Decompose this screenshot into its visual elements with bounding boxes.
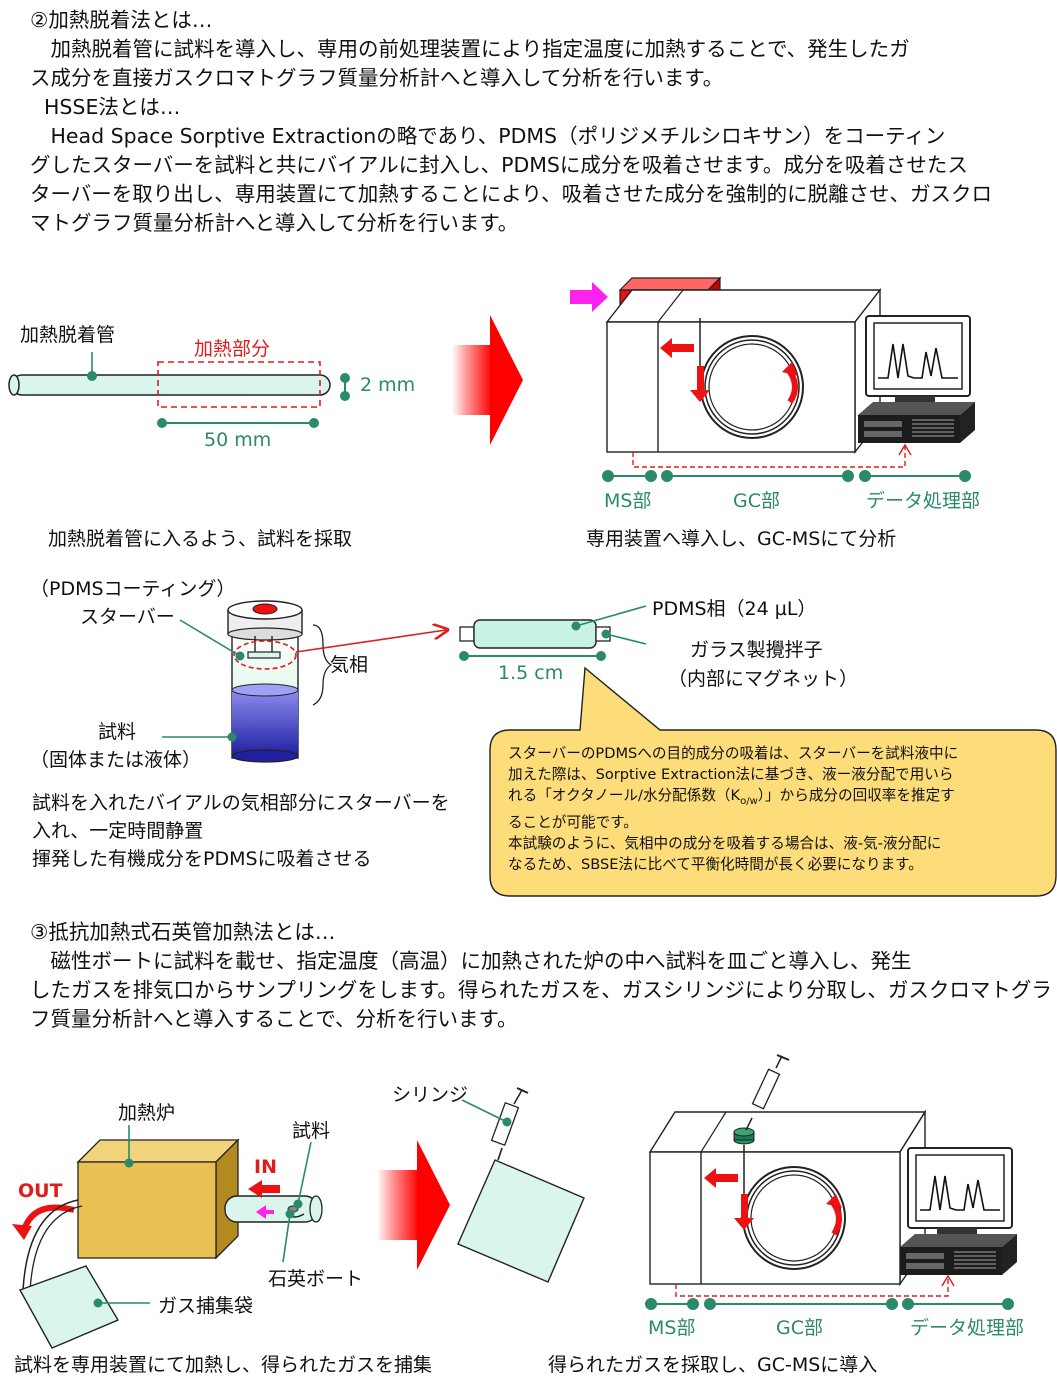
tube-diameter-label: 2 mm xyxy=(360,374,416,396)
gc-label-top: GC部 xyxy=(733,490,780,512)
syringe-label: シリンジ xyxy=(392,1084,469,1106)
hsse-desc-line-3: ターバーを取り出し、専用装置にて加熱することにより、吸着させた成分を強制的に脱離… xyxy=(30,182,993,206)
out-label: OUT xyxy=(18,1180,63,1202)
section3-desc-line-3: フ質量分析計へと導入することで、分析を行います。 xyxy=(30,1007,518,1031)
stirbar-label: スターバー xyxy=(80,606,175,628)
pdms-coating-label: （PDMSコーティング） xyxy=(30,578,236,600)
vial xyxy=(227,600,333,763)
section3-desc-line-1: 磁性ボートに試料を載せ、指定温度（高温）に加熱された炉の中へ試料を皿ごと導入し、… xyxy=(30,949,912,973)
process-arrow-bottom xyxy=(377,1140,450,1270)
note-line-5: 本試験のように、気相中の成分を吸着する場合は、液-気-液分配に xyxy=(508,834,942,852)
vial-caption-line-2: 入れ、一定時間静置 xyxy=(32,820,204,842)
in-arrow xyxy=(248,1180,280,1198)
pdms-phase-label: PDMS相（24 µL） xyxy=(652,598,817,620)
computer-top xyxy=(858,315,975,443)
ms-label-top: MS部 xyxy=(604,490,652,512)
magnet-label: （内部にマグネット） xyxy=(668,668,859,690)
vial-caption-line-1: 試料を入れたバイアルの気相部分にスターバーを xyxy=(32,792,450,814)
computer-bottom xyxy=(900,1147,1017,1275)
hsse-desc-line-2: グしたスターバーを試料と共にバイアルに封入し、PDMSに成分を吸着させます。成分… xyxy=(30,153,968,177)
data-label-top: データ処理部 xyxy=(866,490,981,512)
section2-desc-line-2: ス成分を直接ガスクロマトグラフ質量分析計へと導入して分析を行います。 xyxy=(30,66,724,90)
section3-desc-line-2: したガスを排気口からサンプリングをします。得られたガスを、ガスシリンジにより分取… xyxy=(30,978,1052,1002)
furnace-sample-label: 試料 xyxy=(292,1120,331,1142)
gas-bag-label: ガス捕集袋 xyxy=(158,1295,254,1317)
stir-bar-enlarged xyxy=(459,619,611,649)
in-label: IN xyxy=(254,1156,277,1178)
section2-desc-line-1: 加熱脱着管に試料を導入し、専用の前処理装置により指定温度に加熱することで、発生し… xyxy=(30,37,910,61)
vial-caption-line-3: 揮発した有機成分をPDMSに吸着させる xyxy=(32,848,372,870)
heated-zone-label: 加熱部分 xyxy=(194,338,271,360)
syringe-and-bag xyxy=(457,1087,585,1283)
section2-block: ②加熱脱着法とは… 加熱脱着管に試料を導入し、専用の前処理装置により指定温度に加… xyxy=(30,6,992,238)
gcms-caption-top: 専用装置へ導入し、GC-MSにて分析 xyxy=(586,528,897,550)
note-line-3: れる「オクタノール/水分配係数（Ko/w）」から成分の回収率を推定す xyxy=(508,787,955,807)
vial-sample-state-label: （固体または液体） xyxy=(30,749,202,771)
glass-stirrer-label: ガラス製攪拌子 xyxy=(690,639,823,661)
note-line-2: 加えた際は、Sorptive Extraction法に基づき、液ー液分配で用いら xyxy=(508,766,954,783)
gcms-section-markers-top xyxy=(602,470,971,482)
hsse-title: HSSE法とは… xyxy=(44,95,181,119)
heated-zone-box xyxy=(157,361,321,408)
gas-phase-label: 気相 xyxy=(330,654,369,676)
section3-title: ③抵抗加熱式石英管加熱法とは… xyxy=(30,920,336,944)
note-line-1: スターバーのPDMSへの目的成分の吸着は、スターバーを試料液中に xyxy=(508,745,959,762)
note-line-4: ることが可能です。 xyxy=(508,813,638,831)
stirbar-length-label: 1.5 cm xyxy=(498,662,564,684)
furnace-caption: 試料を専用装置にて加熱し、得られたガスを捕集 xyxy=(14,1354,433,1376)
process-arrow-top xyxy=(452,315,523,445)
gc-label-bottom: GC部 xyxy=(776,1317,823,1339)
quartz-tube xyxy=(224,1195,323,1223)
data-label-bottom: データ処理部 xyxy=(910,1317,1025,1339)
note-line-6: なるため、SBSE法に比べて平衡化時間が長く必要になります。 xyxy=(508,855,923,873)
furnace xyxy=(76,1138,240,1260)
hsse-desc-line-4: マトグラフ質量分析計へと導入して分析を行います。 xyxy=(30,211,519,235)
section2-title: ②加熱脱着法とは… xyxy=(30,8,213,32)
tube-label: 加熱脱着管 xyxy=(20,324,116,346)
tube-length-label: 50 mm xyxy=(204,429,272,451)
section3-block: ③抵抗加熱式石英管加熱法とは… 磁性ボートに試料を載せ、指定温度（高温）に加熱さ… xyxy=(30,918,1052,1034)
note-text: スターバーのPDMSへの目的成分の吸着は、スターバーを試料液中に 加えた際は、S… xyxy=(508,743,958,875)
kow-subscript: o/w xyxy=(740,795,758,807)
quartz-boat-label: 石英ボート xyxy=(268,1268,364,1290)
vial-sample-label: 試料 xyxy=(98,721,137,743)
gcms-caption-bottom: 得られたガスを採取し、GC-MSに導入 xyxy=(548,1354,878,1376)
gcms-section-markers-bottom xyxy=(645,1298,1014,1310)
ms-label-bottom: MS部 xyxy=(648,1317,696,1339)
gas-bag xyxy=(18,1265,120,1349)
tube-caption: 加熱脱着管に入るよう、試料を採取 xyxy=(48,528,353,550)
furnace-label: 加熱炉 xyxy=(118,1102,176,1124)
hsse-desc-line-1: Head Space Sorptive Extractionの略であり、PDMS… xyxy=(30,124,946,148)
gcms-instrument-top xyxy=(570,276,912,468)
desorption-tube xyxy=(8,374,331,396)
note-callout-shape xyxy=(489,666,1057,897)
